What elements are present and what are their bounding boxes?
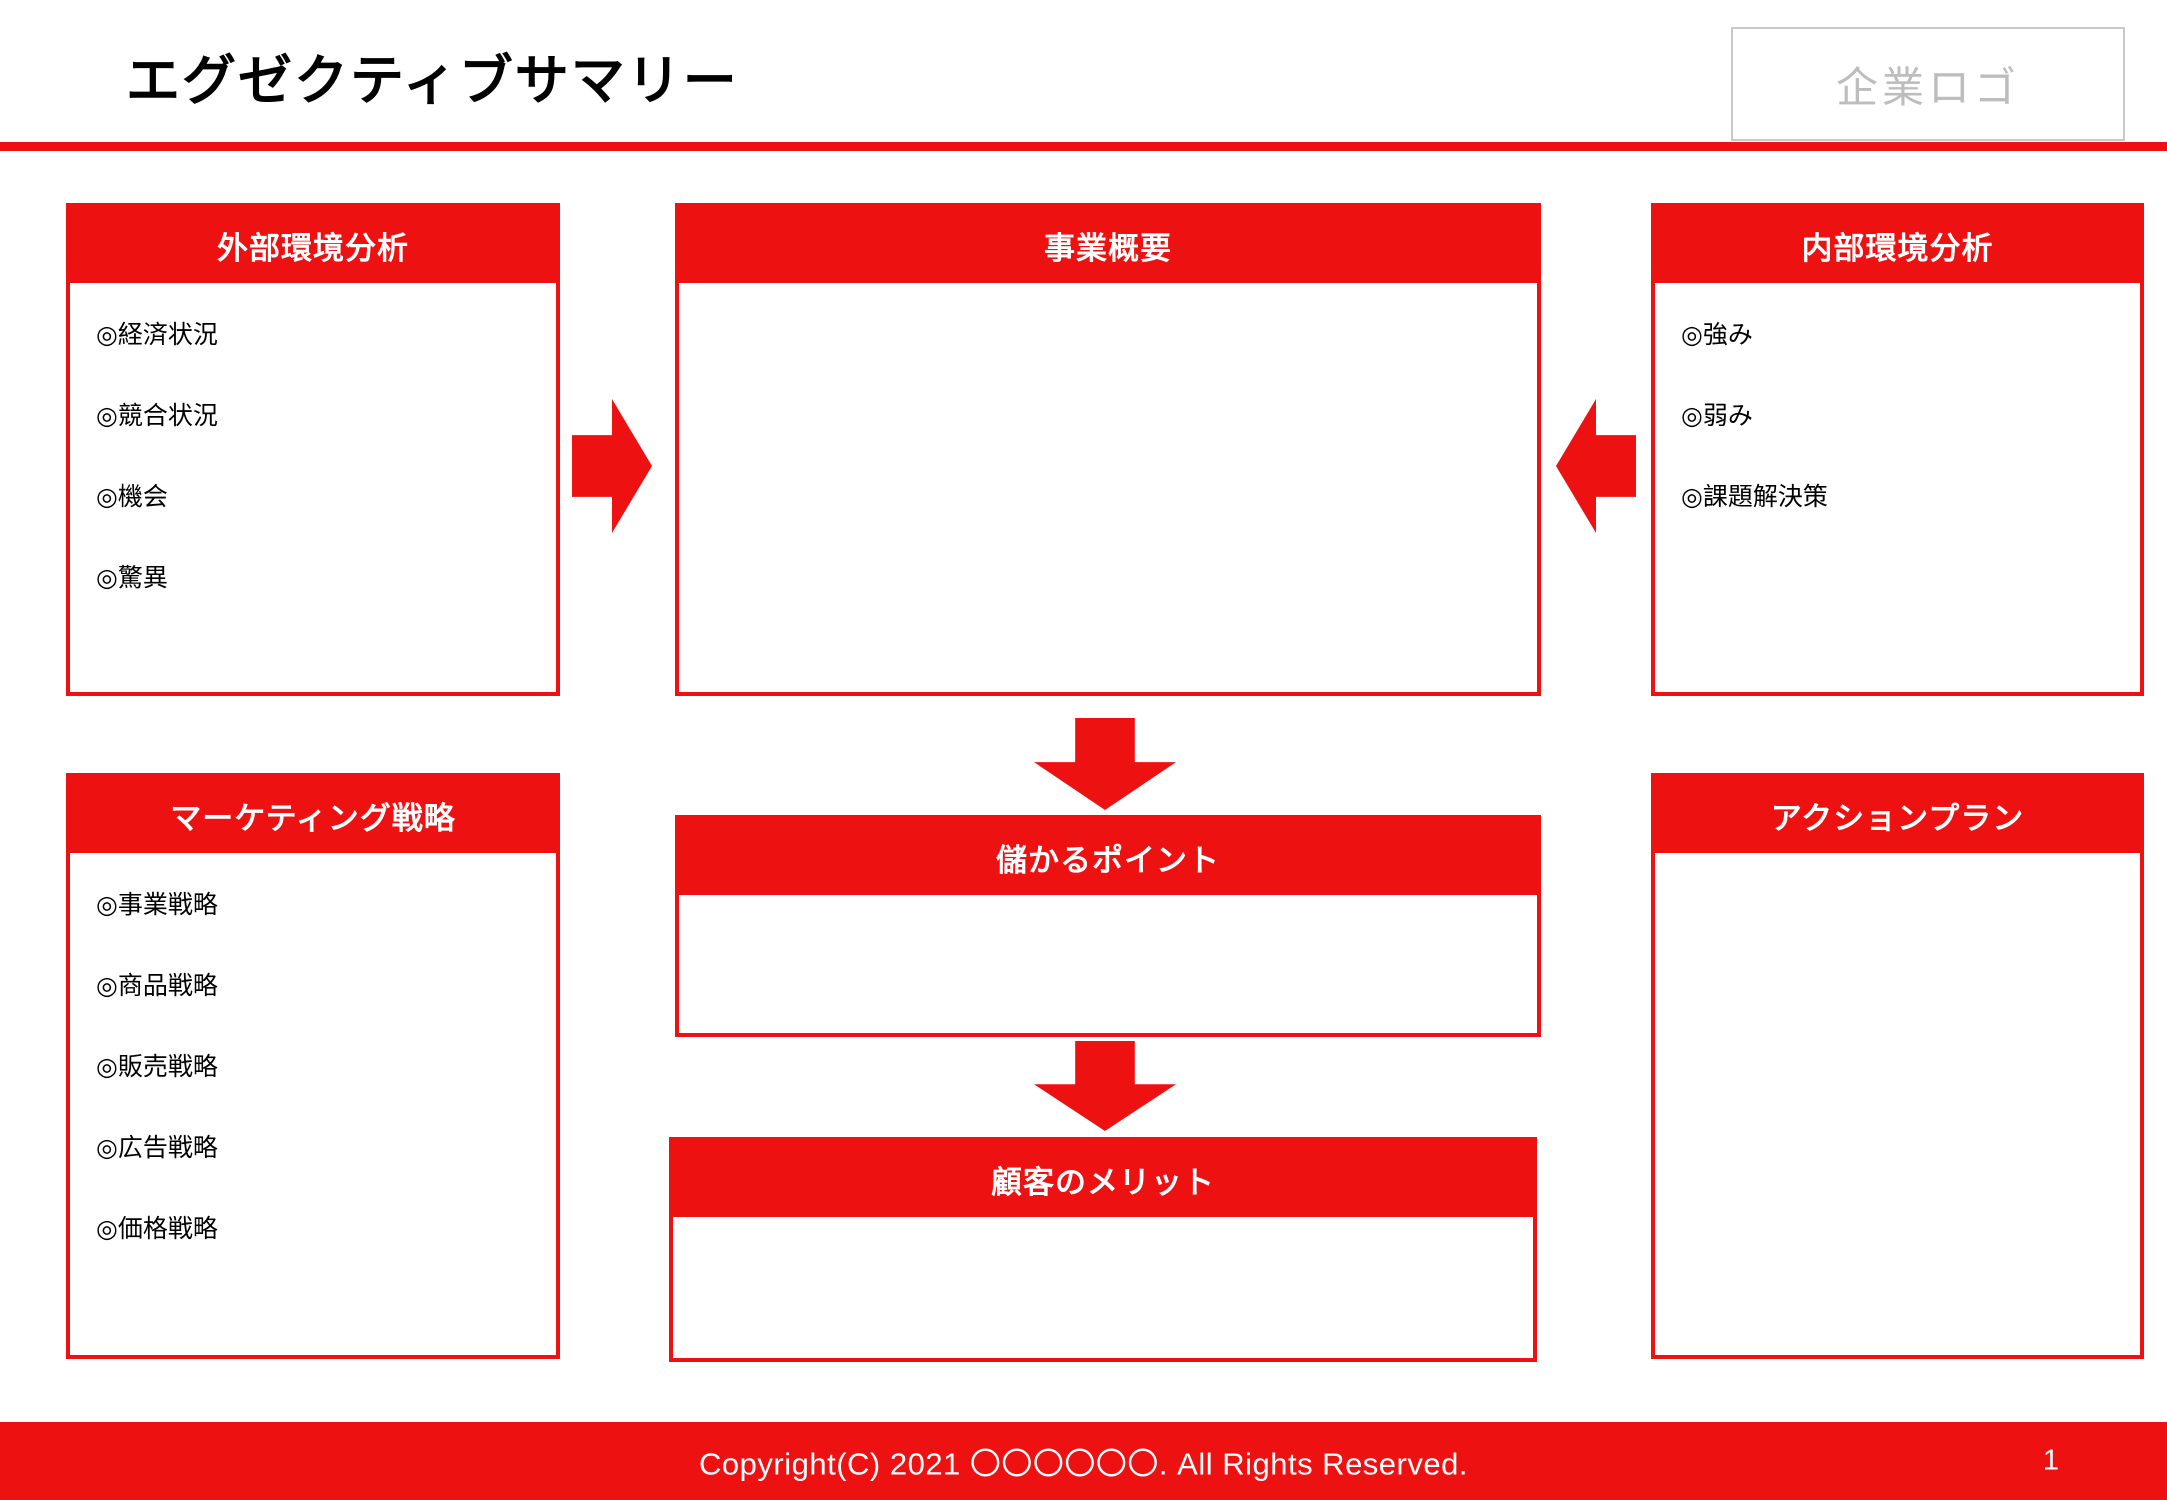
list-item: ◎課題解決策 — [1681, 483, 1828, 511]
panel-internal-analysis-body: ◎強み ◎弱み ◎課題解決策 — [1655, 283, 2140, 692]
page-number: 1 — [2042, 1444, 2059, 1477]
arrow-left-icon — [1556, 399, 1636, 533]
panel-business-overview: 事業概要 — [675, 203, 1541, 696]
list-item: ◎弱み — [1681, 402, 1753, 430]
panel-action-plan: アクションプラン — [1651, 773, 2144, 1359]
panel-customer-merit-body — [673, 1217, 1533, 1358]
arrow-down-icon — [1034, 718, 1176, 810]
panel-action-plan-body — [1655, 853, 2140, 1355]
panel-profit-point: 儲かるポイント — [675, 815, 1541, 1037]
panel-business-overview-title: 事業概要 — [679, 207, 1537, 283]
list-item: ◎経済状況 — [96, 321, 218, 349]
company-logo-label: 企業ロゴ — [1835, 63, 2020, 111]
panel-action-plan-title: アクションプラン — [1655, 777, 2140, 853]
list-item: ◎販売戦略 — [96, 1053, 218, 1081]
list-item: ◎価格戦略 — [96, 1215, 218, 1243]
header-divider — [0, 142, 2167, 151]
panel-customer-merit: 顧客のメリット — [669, 1137, 1537, 1362]
page-title: エグゼクティブサマリー — [126, 51, 739, 111]
panel-marketing-strategy: マーケティング戦略 ◎事業戦略 ◎商品戦略 ◎販売戦略 ◎広告戦略 ◎価格戦略 — [66, 773, 560, 1359]
panel-marketing-strategy-body: ◎事業戦略 ◎商品戦略 ◎販売戦略 ◎広告戦略 ◎価格戦略 — [70, 853, 556, 1355]
panel-external-analysis-body: ◎経済状況 ◎競合状況 ◎機会 ◎驚異 — [70, 283, 556, 692]
panel-profit-point-title: 儲かるポイント — [679, 819, 1537, 895]
company-logo-placeholder: 企業ロゴ — [1731, 27, 2125, 141]
panel-business-overview-body — [679, 283, 1537, 692]
list-item: ◎広告戦略 — [96, 1134, 218, 1162]
arrow-right-icon — [572, 399, 652, 533]
list-item: ◎機会 — [96, 483, 168, 511]
arrow-down-icon — [1034, 1041, 1176, 1131]
panel-external-analysis-title: 外部環境分析 — [70, 207, 556, 283]
panel-external-analysis: 外部環境分析 ◎経済状況 ◎競合状況 ◎機会 ◎驚異 — [66, 203, 560, 696]
list-item: ◎強み — [1681, 321, 1753, 349]
footer-bar: Copyright(C) 2021 〇〇〇〇〇〇. All Rights Res… — [0, 1422, 2167, 1500]
list-item: ◎事業戦略 — [96, 891, 218, 919]
list-item: ◎競合状況 — [96, 402, 218, 430]
panel-customer-merit-title: 顧客のメリット — [673, 1141, 1533, 1217]
panel-internal-analysis-title: 内部環境分析 — [1655, 207, 2140, 283]
list-item: ◎驚異 — [96, 564, 168, 592]
copyright-text: Copyright(C) 2021 〇〇〇〇〇〇. All Rights Res… — [699, 1446, 1468, 1482]
panel-internal-analysis: 内部環境分析 ◎強み ◎弱み ◎課題解決策 — [1651, 203, 2144, 696]
list-item: ◎商品戦略 — [96, 972, 218, 1000]
panel-marketing-strategy-title: マーケティング戦略 — [70, 777, 556, 853]
panel-profit-point-body — [679, 895, 1537, 1033]
